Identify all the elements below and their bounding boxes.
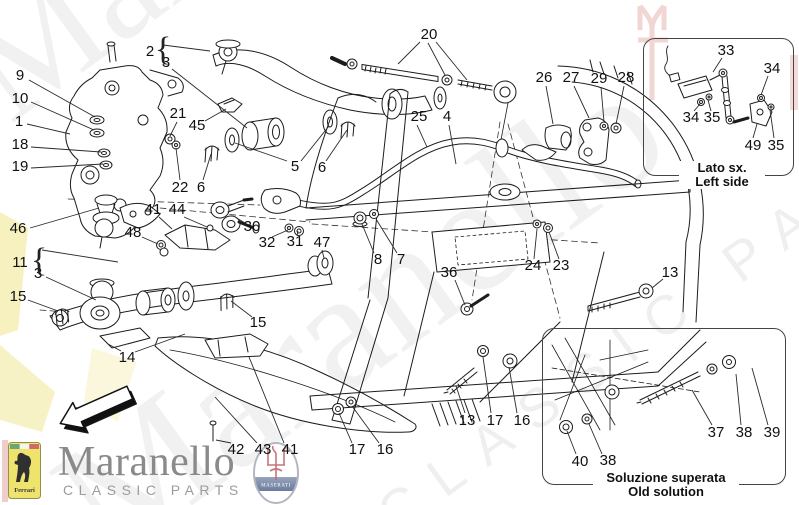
callout-3: 3 — [161, 54, 171, 71]
ferrari-shield-text: Ferrari — [14, 487, 35, 494]
callout-24: 24 — [524, 257, 542, 274]
callout-19: 19 — [11, 158, 29, 175]
callout-22: 22 — [171, 179, 189, 196]
callout-16: 16 — [376, 441, 394, 458]
callout-45: 45 — [188, 117, 206, 134]
callout-28: 28 — [617, 69, 635, 86]
callout-31: 31 — [286, 233, 304, 250]
callout-42: 42 — [227, 441, 245, 458]
callout-7: 7 — [396, 251, 406, 268]
callout-25: 25 — [410, 108, 428, 125]
callout-2: 2 — [145, 43, 155, 60]
inset-left-side-caption-line2: Left side — [679, 174, 765, 190]
callout-43: 43 — [254, 441, 272, 458]
callout-26: 26 — [535, 69, 553, 86]
callout-21: 21 — [169, 105, 187, 122]
callout-40: 40 — [571, 453, 589, 470]
callout-15: 15 — [249, 314, 267, 331]
callout-17: 17 — [348, 441, 366, 458]
leader-lines — [26, 41, 775, 455]
callout-group-brace-2: { — [31, 242, 48, 279]
callout-5: 5 — [290, 158, 300, 175]
callout-46: 46 — [9, 220, 27, 237]
callout-48: 48 — [124, 224, 142, 241]
callout-14: 14 — [118, 349, 136, 366]
callout-34: 34 — [682, 109, 700, 126]
callout-group-brace-1: { — [155, 31, 172, 68]
callout-1: 1 — [14, 113, 24, 130]
callout-8: 8 — [373, 251, 383, 268]
callout-41: 41 — [281, 441, 299, 458]
callout-38: 38 — [599, 452, 617, 469]
callout-33: 33 — [717, 42, 735, 59]
callout-17: 17 — [486, 412, 504, 429]
callout-41: 41 — [144, 201, 162, 218]
maranello-logo-subtitle: CLASSIC PARTS — [63, 482, 244, 498]
maserati-badge-logo: MASERATI — [253, 442, 299, 504]
callout-15: 15 — [9, 288, 27, 305]
callout-23: 23 — [552, 257, 570, 274]
callout-3: 3 — [33, 265, 43, 282]
callout-30: 30 — [243, 218, 261, 235]
callout-49: 49 — [744, 137, 762, 154]
callout-47: 47 — [313, 234, 331, 251]
callout-6: 6 — [196, 179, 206, 196]
callout-36: 36 — [440, 264, 458, 281]
callout-35: 35 — [767, 137, 785, 154]
callout-38: 38 — [735, 424, 753, 441]
callout-44: 44 — [168, 201, 186, 218]
callout-34: 34 — [763, 60, 781, 77]
old-solution-inset-art — [551, 337, 736, 434]
left-side-inset-art — [664, 45, 775, 127]
callout-39: 39 — [763, 424, 781, 441]
callout-35: 35 — [703, 109, 721, 126]
direction-arrow — [59, 385, 138, 434]
callout-10: 10 — [11, 90, 29, 107]
callout-20: 20 — [420, 26, 438, 43]
callout-13: 13 — [661, 264, 679, 281]
callout-13: 13 — [458, 412, 476, 429]
callout-9: 9 — [15, 67, 25, 84]
callout-6: 6 — [317, 159, 327, 176]
ferrari-shield-logo: Ferrari — [8, 442, 41, 499]
inset-old-solution-caption-line2: Old solution — [613, 484, 719, 500]
callout-18: 18 — [11, 136, 29, 153]
callout-27: 27 — [562, 69, 580, 86]
inset-old-solution-caption-line1: Soluzione superata — [593, 470, 739, 486]
callout-16: 16 — [513, 412, 531, 429]
inset-left-side-caption-line1: Lato sx. — [679, 160, 765, 176]
callout-29: 29 — [590, 70, 608, 87]
callout-32: 32 — [258, 234, 276, 251]
maranello-logo-name: Maranello — [58, 439, 236, 485]
callout-4: 4 — [442, 108, 452, 125]
callout-11: 11 — [12, 254, 28, 271]
callout-37: 37 — [707, 424, 725, 441]
maserati-badge-text: MASERATI — [261, 484, 291, 489]
